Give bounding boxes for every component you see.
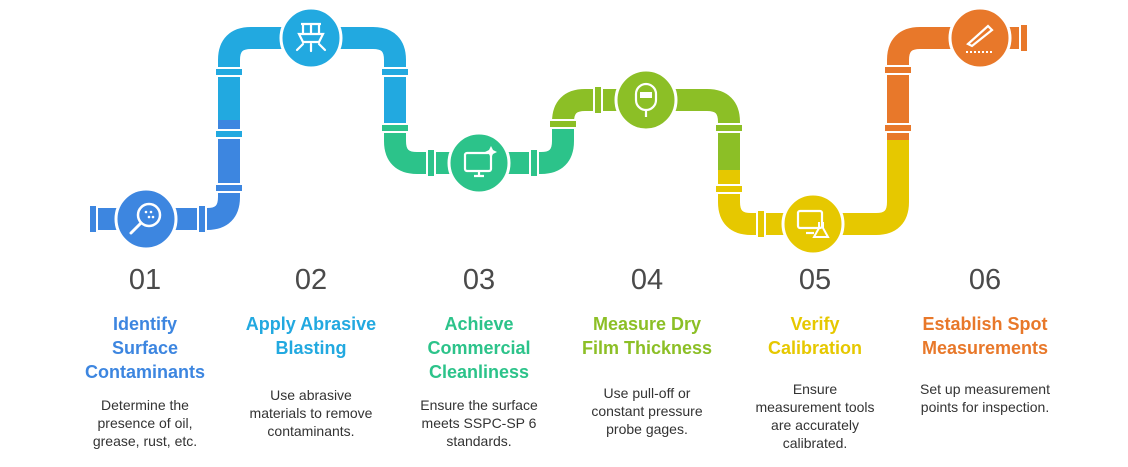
clean-monitor-icon xyxy=(447,131,511,195)
step-title: Verify Calibration xyxy=(767,314,862,358)
step-6: 06 Establish Spot Measurements Set up me… xyxy=(910,262,1060,416)
pipe-segment-6 xyxy=(887,27,1025,140)
step-description: Ensure measurement tools are accurately … xyxy=(755,381,875,451)
step-3: 03 Achieve Commercial Cleanliness Ensure… xyxy=(404,262,554,450)
step-number: 06 xyxy=(968,264,1002,296)
step-description: Determine the presence of oil, grease, r… xyxy=(92,397,198,449)
scalpel-icon xyxy=(948,6,1012,70)
step-4: 04 Measure Dry Film Thickness Use pull-o… xyxy=(572,262,722,438)
pipe-segment-1 xyxy=(92,120,240,230)
lab-monitor-icon xyxy=(781,192,845,256)
step-1: 01 Identify Surface Contaminants Determi… xyxy=(70,262,220,450)
magnifier-icon xyxy=(114,187,178,251)
gauge-icon xyxy=(614,68,678,132)
step-2: 02 Apply Abrasive Blasting Use abrasive … xyxy=(236,262,386,440)
step-number: 02 xyxy=(294,264,328,296)
step-title: Establish Spot Measurements xyxy=(921,314,1049,358)
blaster-icon xyxy=(279,6,343,70)
step-description: Ensure the surface meets SSPC-SP 6 stand… xyxy=(420,397,538,449)
pipeline-graphic xyxy=(88,6,1029,256)
step-number: 03 xyxy=(462,264,496,296)
step-description: Set up measurement points for inspection… xyxy=(920,381,1050,415)
step-number: 04 xyxy=(630,264,664,296)
step-title: Apply Abrasive Blasting xyxy=(245,314,377,358)
step-5: 05 Verify Calibration Ensure measurement… xyxy=(740,262,890,452)
step-title: Achieve Commercial Cleanliness xyxy=(427,314,531,382)
step-description: Use pull-off or constant pressure probe … xyxy=(591,385,703,437)
step-title: Identify Surface Contaminants xyxy=(84,314,205,382)
step-description: Use abrasive materials to remove contami… xyxy=(249,387,373,439)
step-number: 05 xyxy=(798,264,832,296)
step-number: 01 xyxy=(128,264,162,296)
step-title: Measure Dry Film Thickness xyxy=(581,314,713,358)
